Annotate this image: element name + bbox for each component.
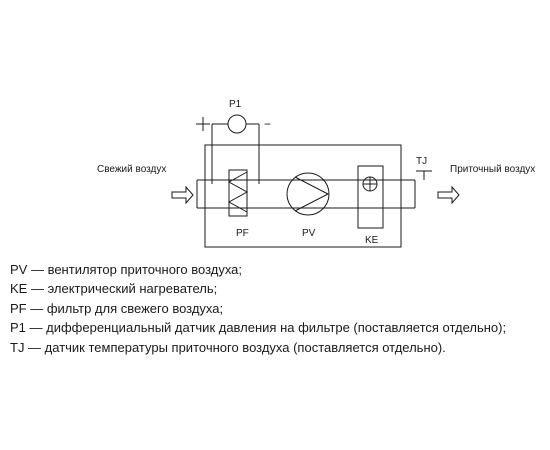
inlet-label: Свежий воздух bbox=[97, 164, 166, 175]
heater-symbol bbox=[357, 165, 384, 229]
tj-label: TJ bbox=[416, 156, 427, 167]
filter-zigzag bbox=[227, 171, 249, 213]
unit-housing bbox=[204, 144, 402, 248]
fan-label: PV bbox=[302, 228, 316, 239]
fan-symbol bbox=[286, 172, 330, 216]
pressure-sensor-symbol bbox=[227, 114, 247, 134]
filter-label: PF bbox=[236, 228, 249, 239]
filter-symbol bbox=[228, 169, 248, 217]
legend-item-pv: PV — вентилятор приточного воздуха; bbox=[10, 262, 243, 277]
ventilation-schematic: Свежий воздух Приточный воздух P1 − TJ P… bbox=[97, 99, 535, 248]
legend: PV — вентилятор приточного воздуха; KE —… bbox=[10, 260, 545, 357]
inlet-arrow bbox=[171, 185, 194, 205]
legend-item-pf: PF — фильтр для свежего воздуха; bbox=[10, 300, 224, 316]
outlet-arrow bbox=[437, 185, 460, 205]
minus-label: − bbox=[264, 117, 271, 131]
legend-item-tj: TJ — датчик температуры приточного возду… bbox=[10, 339, 446, 355]
fan-impeller bbox=[294, 176, 330, 212]
legend-item-p1: P1 — дифференциальный датчик давления на… bbox=[10, 320, 507, 336]
heater-label: KE bbox=[365, 235, 379, 246]
p1-label: P1 bbox=[229, 99, 242, 110]
legend-item-ke: KE — электрический нагреватель; bbox=[10, 281, 218, 297]
outlet-label: Приточный воздух bbox=[450, 164, 535, 175]
